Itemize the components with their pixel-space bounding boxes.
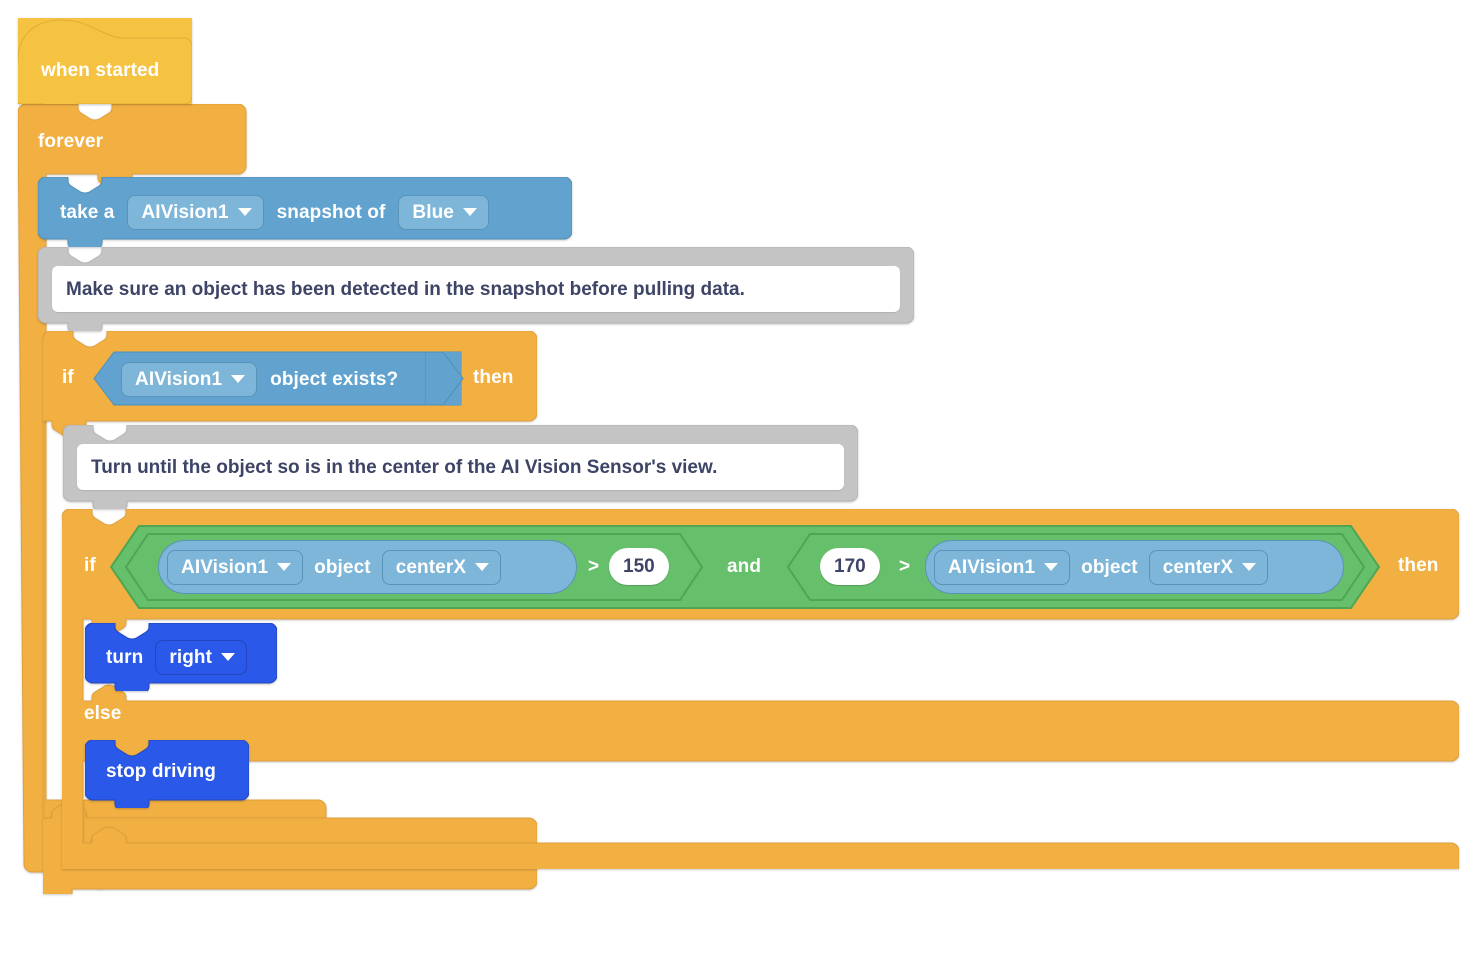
- left-device-dropdown[interactable]: AIVision1: [167, 549, 304, 585]
- left-property-dropdown[interactable]: centerX: [381, 549, 502, 585]
- snapshot-target-dropdown[interactable]: Blue: [398, 194, 489, 230]
- snapshot-device-dropdown[interactable]: AIVision1: [127, 194, 264, 230]
- right-object-label: object: [1081, 556, 1138, 578]
- stop-driving-block[interactable]: [85, 740, 249, 808]
- if-exists-then-label: then: [473, 367, 514, 388]
- comment-1-text: Make sure an object has been detected in…: [66, 278, 745, 300]
- comment-2-text: Turn until the object so is in the cente…: [91, 456, 718, 478]
- right-centerx-reporter[interactable]: AIVision1 object centerX: [925, 540, 1344, 594]
- chevron-down-icon: [277, 563, 292, 571]
- chevron-down-icon: [1242, 563, 1257, 571]
- snapshot-device-value: AIVision1: [141, 201, 229, 223]
- when-started-block[interactable]: when started: [18, 18, 192, 104]
- left-centerx-reporter[interactable]: AIVision1 object centerX: [158, 540, 577, 594]
- comment-2-text-field[interactable]: Turn until the object so is in the cente…: [77, 444, 844, 490]
- when-started-label: when started: [41, 60, 160, 81]
- left-threshold-input[interactable]: 150: [609, 548, 669, 585]
- chevron-down-icon: [237, 208, 252, 216]
- stop-driving-label: stop driving: [106, 761, 216, 782]
- right-property-dropdown[interactable]: centerX: [1148, 549, 1269, 585]
- snapshot-of-label: snapshot of: [276, 201, 386, 223]
- left-property-value: centerX: [395, 556, 467, 578]
- chevron-down-icon: [475, 563, 490, 571]
- right-operator-symbol: >: [899, 556, 911, 577]
- and-label: and: [727, 556, 762, 577]
- chevron-down-icon: [221, 653, 236, 661]
- exists-device-value: AIVision1: [135, 368, 223, 390]
- comment-1-text-field[interactable]: Make sure an object has been detected in…: [52, 266, 900, 312]
- left-operator-symbol: >: [588, 556, 600, 577]
- if-exists-if-label: if: [62, 367, 74, 388]
- right-device-dropdown[interactable]: AIVision1: [934, 549, 1071, 585]
- object-exists-label: object exists?: [270, 368, 399, 390]
- if-exists-condition-row: AIVision1 object exists?: [121, 359, 398, 399]
- turn-row: turn right: [106, 637, 248, 677]
- chevron-down-icon: [1044, 563, 1059, 571]
- take-snapshot-row: take a AIVision1 snapshot of Blue: [60, 192, 489, 232]
- turn-direction-value: right: [169, 646, 213, 668]
- left-device-value: AIVision1: [181, 556, 269, 578]
- right-property-value: centerX: [1162, 556, 1234, 578]
- turn-label: turn: [106, 646, 144, 668]
- left-object-label: object: [314, 556, 371, 578]
- right-threshold-value: 170: [834, 556, 866, 577]
- snapshot-target-value: Blue: [412, 201, 454, 223]
- loop-arrow-icon: [212, 913, 234, 930]
- exists-device-dropdown[interactable]: AIVision1: [121, 361, 258, 397]
- right-device-value: AIVision1: [948, 556, 1036, 578]
- left-threshold-value: 150: [623, 556, 655, 577]
- take-a-label: take a: [60, 201, 115, 223]
- chevron-down-icon: [462, 208, 477, 216]
- if-center-then-label: then: [1398, 555, 1439, 576]
- right-threshold-input[interactable]: 170: [820, 548, 880, 585]
- turn-direction-dropdown[interactable]: right: [155, 639, 248, 675]
- chevron-down-icon: [231, 375, 246, 383]
- if-center-if-label: if: [84, 555, 96, 576]
- object-exists-boolean-tail: [425, 351, 464, 406]
- forever-label: forever: [38, 130, 104, 152]
- if-center-else-label: else: [84, 703, 122, 724]
